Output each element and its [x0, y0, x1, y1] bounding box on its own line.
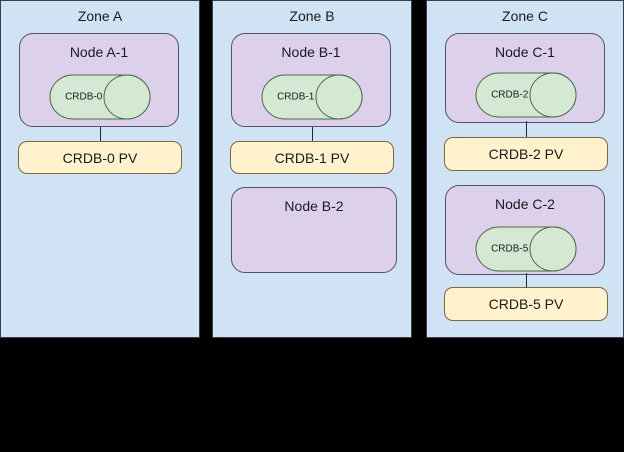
cylinder-shape-icon — [475, 226, 577, 272]
node-title-b-1: Node B-1 — [281, 44, 341, 60]
pv-box-crdb-5: CRDB-5 PV — [444, 287, 608, 321]
database-cylinder-crdb-1: CRDB-1 — [261, 74, 363, 120]
zone-title-c: Zone C — [502, 8, 548, 24]
pv-box-crdb-1: CRDB-1 PV — [230, 141, 394, 174]
database-cylinder-crdb-0: CRDB-0 — [49, 74, 151, 120]
node-title-c-1: Node C-1 — [495, 44, 555, 60]
pv-label-crdb-2: CRDB-2 PV — [488, 146, 564, 162]
node-container-c-1: Node C-1 CRDB-2 — [445, 33, 605, 123]
zone-title-b: Zone B — [289, 8, 335, 24]
node-container-c-2: Node C-2 CRDB-5 — [445, 185, 605, 275]
connector-node-a-1-to-pv — [100, 127, 101, 142]
zone-container-a: Zone A Node A-1 CRDB-0 CRDB-0 PV — [0, 0, 200, 338]
pv-box-crdb-2: CRDB-2 PV — [444, 137, 608, 171]
node-container-a-1: Node A-1 CRDB-0 — [19, 33, 179, 127]
cylinder-shape-icon — [475, 72, 577, 118]
connector-node-c-1-to-pv — [526, 121, 527, 137]
node-container-b-2: Node B-2 — [231, 187, 397, 273]
database-cylinder-crdb-5: CRDB-5 — [475, 226, 577, 272]
pv-box-crdb-0: CRDB-0 PV — [18, 141, 182, 174]
node-title-c-2: Node C-2 — [495, 196, 555, 212]
node-title-b-2: Node B-2 — [284, 198, 344, 214]
zone-title-a: Zone A — [77, 8, 123, 24]
connector-node-b-1-to-pv — [312, 127, 313, 142]
connector-node-c-2-to-pv — [526, 273, 527, 287]
pv-label-crdb-5: CRDB-5 PV — [488, 296, 564, 312]
cylinder-shape-icon — [49, 74, 151, 120]
pv-label-crdb-1: CRDB-1 PV — [274, 149, 350, 166]
pv-label-crdb-0: CRDB-0 PV — [62, 149, 138, 166]
node-title-a-1: Node A-1 — [69, 44, 129, 60]
node-container-b-1: Node B-1 CRDB-1 — [231, 33, 391, 127]
zone-container-c: Zone C Node C-1 CRDB-2 CRDB-2 PV Node C-… — [426, 0, 624, 338]
database-cylinder-crdb-2: CRDB-2 — [475, 72, 577, 118]
cylinder-shape-icon — [261, 74, 363, 120]
zone-container-b: Zone B Node B-1 CRDB-1 CRDB-1 PV Node B-… — [212, 0, 412, 338]
